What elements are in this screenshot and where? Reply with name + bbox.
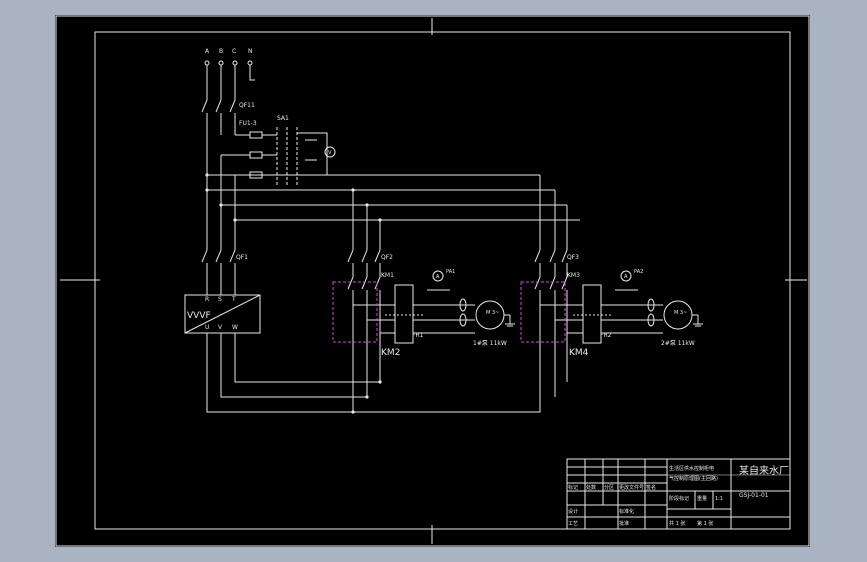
tb-sheet: 共 1 张 bbox=[669, 520, 685, 527]
branch-buses bbox=[207, 174, 580, 250]
branch-2 bbox=[534, 249, 703, 355]
title-company: 某自来水厂 bbox=[739, 464, 789, 477]
tb-row-count: 处数 bbox=[586, 484, 596, 491]
output-junction-dots bbox=[351, 380, 382, 414]
phase-c-label: C bbox=[232, 48, 236, 55]
branch-1 bbox=[347, 249, 515, 355]
main-phase-lines bbox=[206, 135, 236, 250]
incoming-lines bbox=[206, 65, 255, 100]
vvvf-inverter bbox=[184, 294, 261, 334]
incoming-terminals bbox=[204, 60, 253, 66]
qf11-breaker bbox=[201, 99, 236, 135]
km3-label: KM3 bbox=[567, 272, 580, 279]
vvvf-output-loops bbox=[206, 333, 568, 413]
drawing-sheet: A B C N QF11 FU1-3 SA1 V bbox=[55, 15, 810, 547]
motor-2-label: M 3~ bbox=[674, 310, 687, 316]
ammeter-2-label: A bbox=[624, 274, 628, 280]
title-project-line2: 气控制原理图(主回路) bbox=[669, 475, 718, 482]
pa1-label: PA1 bbox=[446, 269, 455, 275]
inner-border bbox=[94, 31, 791, 530]
tb-std: 标准化 bbox=[619, 508, 634, 515]
qf1-label: QF1 bbox=[236, 254, 248, 261]
vvvf-in-s: S bbox=[218, 296, 222, 303]
phase-a-label: A bbox=[205, 48, 210, 55]
qf11-label: QF11 bbox=[239, 102, 255, 109]
vvvf-in-r: R bbox=[205, 296, 209, 303]
phase-b-label: B bbox=[219, 48, 223, 55]
vvvf-out-v: V bbox=[218, 324, 223, 331]
km4-label: KM4 bbox=[569, 348, 589, 358]
tb-process: 工艺 bbox=[568, 521, 578, 527]
tb-sheet-of: 第 1 张 bbox=[697, 520, 713, 527]
tb-row-change: 更改文件号 bbox=[619, 484, 644, 491]
ammeter-1-label: A bbox=[436, 274, 440, 280]
fr2-label: FR2 bbox=[600, 332, 612, 339]
pump-2-label: 2#泵 11kW bbox=[661, 340, 695, 347]
fuses-and-selector bbox=[207, 127, 336, 185]
vvvf-out-w: W bbox=[232, 324, 238, 331]
title-drawing-no: GSJ-01-01 bbox=[739, 492, 769, 499]
qf3-label: QF3 bbox=[567, 254, 579, 261]
tb-approve: 批准 bbox=[619, 520, 629, 527]
pa2-label: PA2 bbox=[634, 269, 643, 275]
qf1-breaker bbox=[201, 249, 236, 295]
sa-label: SA1 bbox=[277, 115, 289, 122]
tb-row-sign: 签名 bbox=[646, 484, 656, 491]
outer-border bbox=[55, 15, 810, 547]
tb-design: 设计 bbox=[568, 508, 578, 515]
tb-weight: 重量 bbox=[697, 495, 707, 502]
km1-label: KM1 bbox=[381, 272, 394, 279]
vvvf-out-u: U bbox=[205, 324, 209, 331]
vvvf-in-t: T bbox=[231, 296, 236, 303]
title-project-line1: 生活区供水控制柜电 bbox=[669, 465, 714, 472]
tb-scale: 1:1 bbox=[715, 496, 723, 502]
qf2-label: QF2 bbox=[381, 254, 393, 261]
motor-1-label: M 3~ bbox=[486, 310, 499, 316]
pump-1-label: 1#泵 11kW bbox=[473, 340, 507, 347]
vvvf-label: VVVF bbox=[187, 311, 211, 321]
tb-row-mark: 标记 bbox=[568, 484, 578, 491]
voltmeter-label: V bbox=[328, 150, 332, 156]
km3-enclosure bbox=[520, 281, 566, 343]
tb-stage: 阶段标记 bbox=[669, 495, 689, 502]
title-block bbox=[566, 458, 791, 530]
electrical-schematic: A B C N QF11 FU1-3 SA1 V bbox=[55, 15, 810, 547]
tb-row-zone: 分区 bbox=[604, 484, 614, 491]
km1-enclosure bbox=[332, 281, 378, 343]
fr1-label: FR1 bbox=[412, 332, 424, 339]
fu-label: FU1-3 bbox=[239, 120, 257, 127]
km2-label: KM2 bbox=[381, 348, 400, 358]
phase-n-label: N bbox=[248, 48, 253, 55]
junction-dots bbox=[205, 173, 382, 222]
